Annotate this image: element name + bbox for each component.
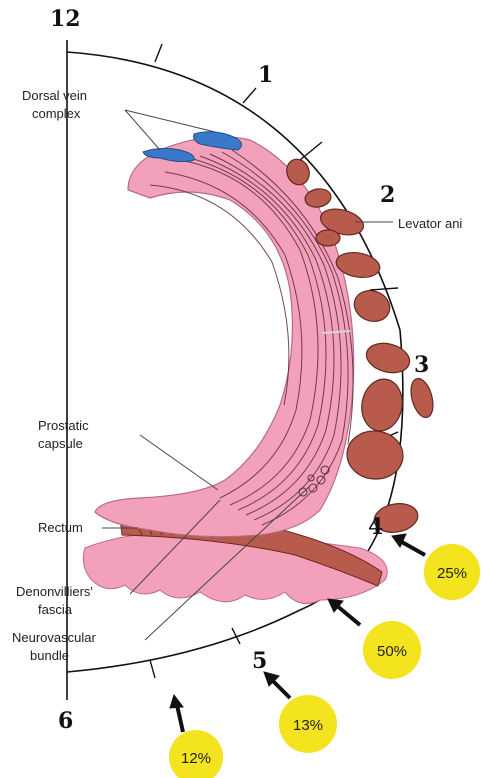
label-prostatic-capsule-1: Prostatic [38,418,89,433]
label-levator-ani: Levator ani [398,216,462,231]
label-denonvilliers-2: fascia [38,602,73,617]
badge-13: 13% [279,695,337,753]
badge-25-text: 25% [437,565,467,582]
arrow-13 [272,680,290,698]
arrow-12 [177,705,183,732]
badge-13-text: 13% [293,717,323,734]
clock-position-2: 2 [380,182,395,208]
arrow-50 [336,605,360,625]
label-denonvilliers-1: Denonvilliers' [16,584,93,599]
label-rectum: Rectum [38,520,83,535]
badge-12-text: 12% [181,750,211,767]
badge-50: 50% [363,621,421,679]
label-dorsal-vein-1: Dorsal vein [22,88,87,103]
badge-12: 12% [169,730,223,778]
clock-position-3: 3 [414,352,429,378]
label-prostatic-capsule-2: capsule [38,436,83,451]
clock-position-5: 5 [252,648,267,674]
badge-25: 25% [424,544,480,600]
badge-50-text: 50% [377,643,407,660]
clock-position-4: 4 [368,514,383,540]
clock-position-6: 6 [58,708,73,734]
leader-prostatic-capsule [140,435,218,490]
arrow-25 [400,541,425,555]
clock-position-1: 1 [258,62,273,88]
arrow-12-head [170,695,183,708]
label-nvb-1: Neurovascular [12,630,96,645]
clock-position-12: 12 [50,6,81,32]
label-nvb-2: bundle [30,648,69,663]
label-dorsal-vein-2: complex [32,106,81,121]
